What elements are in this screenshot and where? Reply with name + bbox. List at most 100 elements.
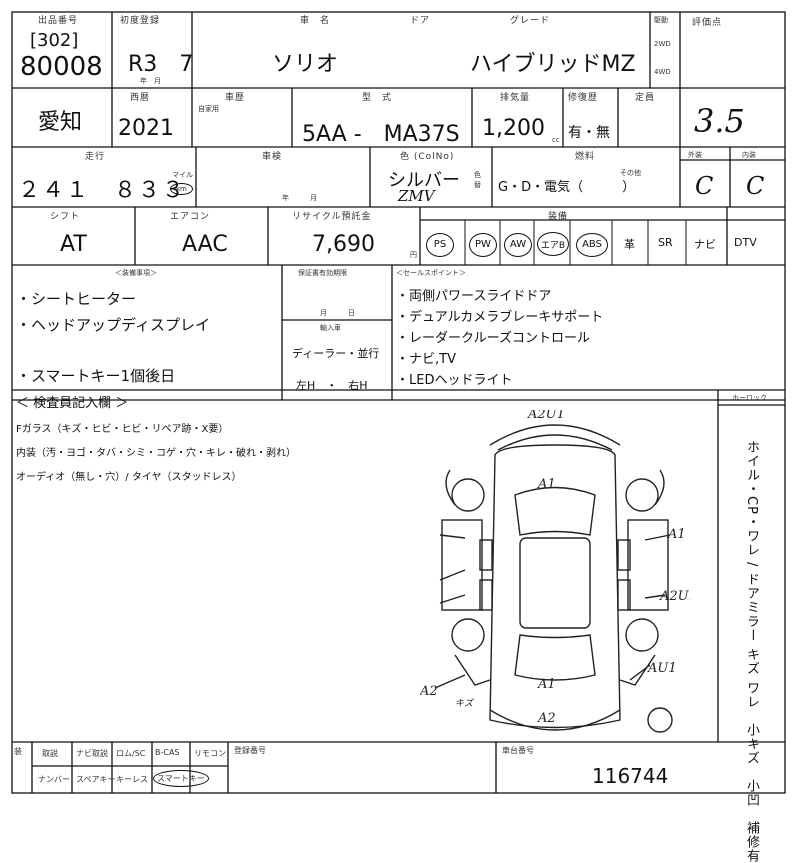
sales-point-4: ・ナビ,TV (396, 352, 456, 367)
drive-4wd: 4WD (654, 68, 671, 76)
sales-point-5: ・LEDヘッドライト (396, 373, 513, 388)
lot-number: 80008 (20, 52, 103, 82)
drive-2wd: 2WD (654, 40, 671, 48)
color-value: シルバー (388, 170, 460, 191)
warranty-label: 保証書有効期限 (298, 269, 347, 277)
inspection-line-2: 内装（汚・ヨゴ・タバ・シミ・コゲ・穴・キレ・破れ・剥れ） (16, 448, 296, 459)
equipment-label: 装備 (548, 212, 569, 222)
color-label: 色 (ColNo) (400, 152, 455, 162)
crook-label: ホーロック (732, 394, 767, 402)
mark-rear-bumper: A2 (537, 711, 556, 726)
mark-left-rear-fender: A2 (420, 684, 438, 699)
region: 愛知 (38, 110, 83, 135)
sales-header: ＜セールスポイント＞ (396, 269, 466, 277)
equip-leather: 革 (624, 238, 635, 251)
grade-label: グレード (510, 16, 551, 26)
handle-value: 左H ・ 右H (296, 379, 368, 392)
mileage-unit-mile: マイル (172, 171, 193, 179)
shift-label: シフト (50, 212, 81, 222)
inspection-label: 車検 (262, 152, 283, 162)
displacement-unit: cc (552, 136, 560, 144)
warranty-unit: 月 日 (320, 309, 355, 317)
interior-grade: C (746, 172, 765, 200)
mark-right-front-door: A1 (667, 527, 686, 542)
mileage-label: 走行 (85, 152, 106, 162)
mark-right-rear-fender: AU1 (647, 661, 677, 676)
note-item-1: ・シートヒーター (16, 290, 137, 308)
displacement-label: 排気量 (500, 93, 531, 103)
fuel-label: 燃料 (575, 152, 596, 162)
registration-label: 登録番号 (234, 746, 266, 755)
fuel-other: その他 (620, 169, 641, 177)
inspection-unit: 年 月 (282, 194, 317, 202)
door-label: ドア (410, 16, 431, 26)
mark-scratch: キズ (455, 698, 475, 709)
footer-label-smart-key: スマートキー (153, 770, 209, 787)
exterior-label: 外装 (688, 151, 702, 159)
sales-point-3: ・レーダークルーズコントロール (396, 331, 590, 346)
color-code: ZMV (398, 187, 435, 205)
score-label: 評価点 (692, 18, 723, 28)
mark-right-rear-door: A2U1 (659, 589, 690, 604)
footer-label-rom: ロム/SC (116, 749, 146, 758)
fuel-options: G・D・電気（ ） (498, 180, 636, 195)
mileage-unit-km: km (170, 183, 193, 195)
year-value: 2021 (118, 116, 174, 141)
footer-label-bcas: B-CAS (155, 748, 180, 757)
ac-label: エアコン (170, 212, 211, 222)
first-reg-value: R3 7 (128, 52, 194, 77)
recycle-value: 7,690 (312, 232, 375, 257)
chassis-label: 車台番号 (502, 746, 534, 755)
color-change-label: 色替 (474, 171, 481, 189)
type-label: 型 式 (362, 93, 393, 103)
score-value: 3.5 (694, 102, 745, 140)
footer-label-keyless: キーレス (116, 775, 148, 784)
grade: ハイブリッドMZ (470, 52, 636, 77)
import-label: 輸入車 (320, 324, 341, 332)
note-item-2: ・ヘッドアップディスプレイ (16, 316, 210, 334)
car-name-label: 車 名 (300, 16, 331, 26)
inspection-header: ＜ 検査員記入欄 ＞ (16, 396, 129, 411)
sheet-grid (11, 11, 786, 794)
sales-point-2: ・デュアルカメラブレーキサポート (396, 310, 604, 325)
equip-pw: PW (469, 232, 497, 257)
model-label: 車歴 (225, 93, 246, 103)
mileage-value: ２４１ ８３３ (18, 178, 187, 203)
shift-value: AT (60, 232, 87, 257)
first-reg-label: 初度登録 (120, 16, 161, 26)
repair-value: 有・無 (568, 125, 610, 141)
auction-sheet: 出品番号 [302] 80008 初度登録 R3 7 年 月 車 名 ドア グレ… (11, 11, 786, 863)
model-sub: 自家用 (198, 105, 219, 113)
displacement-value: 1,200 (482, 116, 545, 141)
equip-abs: ABS (576, 232, 608, 257)
footer-side-label: 装 (14, 747, 22, 756)
car-diagram: A2U1 A1 A1 A2 U1 A1 A2U1 AU1 A1 A2 A2 キズ (420, 410, 690, 733)
mark-rear-gate: A1 (537, 677, 556, 692)
first-reg-unit: 年 月 (140, 77, 161, 85)
inspection-line-3: オーディオ（無し・穴）/ タイヤ（スタッドレス） (16, 472, 242, 483)
equip-dtv: DTV (734, 236, 757, 249)
import-value: ディーラー・並行 (292, 347, 380, 360)
footer-label-number: ナンバー (38, 775, 70, 784)
equip-navi: ナビ (694, 238, 716, 251)
footer-label-remote: リモコン (194, 749, 226, 758)
car-name: ソリオ (272, 52, 339, 77)
mark-front-bumper: A2U1 (527, 410, 565, 422)
repair-label: 修復歴 (568, 93, 599, 103)
drive-label: 駆動 (654, 16, 668, 24)
venue-label: 出品番号 (38, 16, 79, 26)
equip-airbag: エアB (537, 232, 569, 256)
exterior-grade: C (695, 172, 714, 200)
side-damage-text: ホイル・CP・ワレ / ドアミラー キズ ワレ 小キズ 小凹 補修有 (744, 440, 759, 863)
footer-label-spare-key: スペアキー (76, 775, 116, 784)
sales-point-1: ・両側パワースライドドア (396, 289, 552, 304)
recycle-label: リサイクル預託金 (292, 212, 372, 222)
interior-label: 内装 (742, 151, 756, 159)
year-label: 西暦 (130, 93, 151, 103)
venue-code: [302] (30, 30, 79, 51)
equip-ps: PS (426, 232, 454, 257)
ac-value: AAC (182, 232, 228, 257)
equip-sunroof: SR (658, 236, 673, 249)
recycle-unit: 円 (410, 251, 417, 259)
footer-label-manual: 取説 (42, 749, 58, 758)
